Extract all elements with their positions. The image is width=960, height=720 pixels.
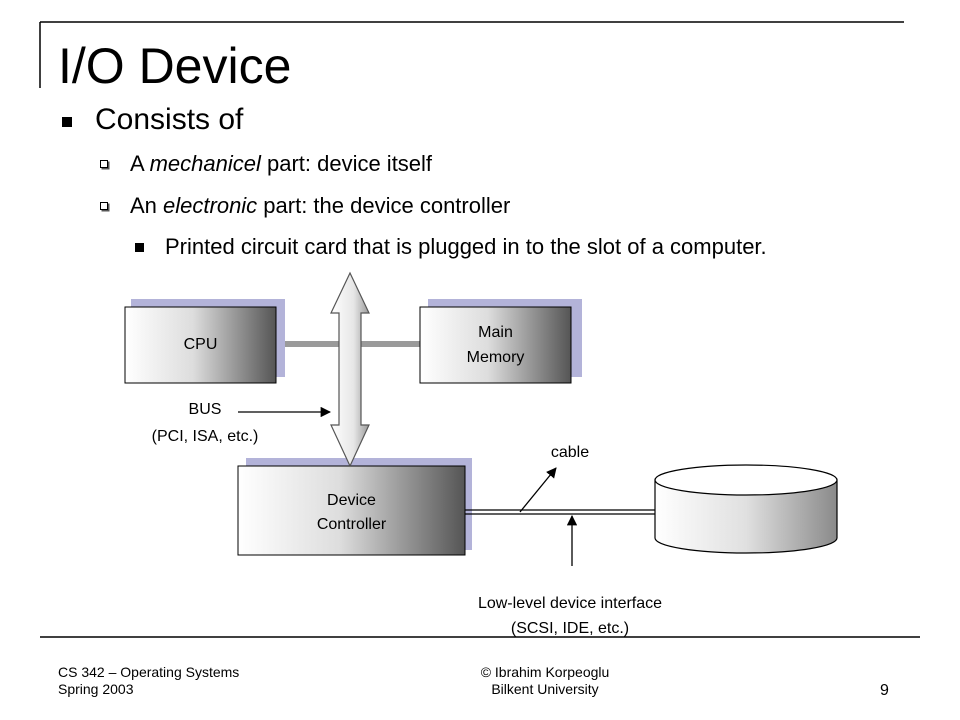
interface-label-line2: (SCSI, IDE, etc.) [510,620,630,637]
footer-author: © Ibrahim Korpeoglu [480,664,610,680]
controller-label-line2: Controller [316,516,387,533]
slide-title: I/O Device [58,38,292,94]
bus-label: BUS [188,401,222,418]
sub2-suffix: part: the device controller [257,193,511,218]
disk-drive-icon [654,464,838,554]
footer-course: CS 342 – Operating Systems [58,664,240,680]
memory-box [419,306,572,384]
page-number: 9 [880,682,889,699]
bus-types-label: (PCI, ISA, etc.) [151,428,259,445]
footer-university: Bilkent University [491,681,599,697]
small-square-bullet-icon [135,243,144,252]
hollow-square-bullet-icon [100,202,108,210]
sub-bullet-electronic: An electronic part: the device controlle… [130,192,510,220]
sub1-prefix: A [130,151,150,176]
sub1-emphasis: mechanicel [149,151,261,176]
footer-term: Spring 2003 [58,681,134,697]
memory-label-line2: Memory [466,349,525,366]
bus-double-arrow [330,271,370,468]
sub-bullet-mechanical: A mechanicel part: device itself [130,150,432,178]
sub-bullet-circuit-card: Printed circuit card that is plugged in … [165,234,767,259]
sub1-suffix: part: device itself [260,151,433,176]
cpu-box [124,306,277,384]
bullet-square-icon [62,117,72,127]
memory-label-line1: Main [478,324,513,341]
hollow-square-bullet-icon [100,160,108,168]
bullet-consists-of: Consists of [95,103,244,136]
sub2-prefix: An [130,193,164,218]
controller-label-line1: Device [327,492,376,509]
interface-label-line1: Low-level device interface [477,595,663,612]
cable-label: cable [550,444,590,461]
cable-pointer-arrow [519,467,557,513]
sub2-emphasis: electronic [163,193,258,218]
controller-box [237,465,466,556]
cpu-label: CPU [183,336,218,353]
